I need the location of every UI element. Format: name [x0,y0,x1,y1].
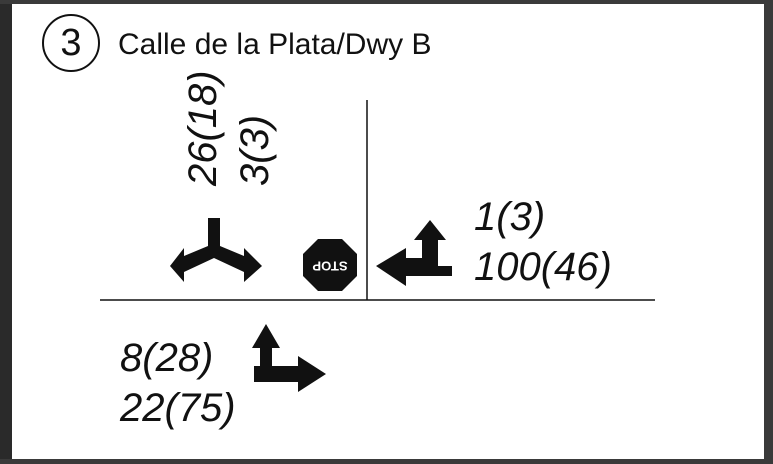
frame-left-edge [0,0,12,464]
westbound-through-right-arrow-icon [376,220,452,286]
southbound-volume-1-wrap: 26(18) [181,70,225,186]
intersection-title: Calle de la Plata/Dwy B [118,28,432,61]
svg-text:STOP: STOP [312,259,347,274]
frame-top-edge [0,0,773,4]
frame-right-edge [764,0,773,464]
southbound-volume-2-wrap: 3(3) [233,114,277,186]
westbound-volume-1: 1(3) [474,195,546,239]
southbound-volume-2: 3(3) [233,114,277,186]
westbound-volume-2: 100(46) [474,245,612,289]
eastbound-left-through-arrow-icon [252,324,326,392]
eastbound-volume-2: 22(75) [120,386,236,430]
intersection-number-circle: 3 [42,14,100,72]
stop-sign-icon: STOP [303,239,357,291]
southbound-left-right-arrow-icon [170,218,262,282]
eastbound-volume-1: 8(28) [120,336,214,380]
southbound-volume-1: 26(18) [181,70,225,186]
frame-bottom-edge [0,459,773,464]
